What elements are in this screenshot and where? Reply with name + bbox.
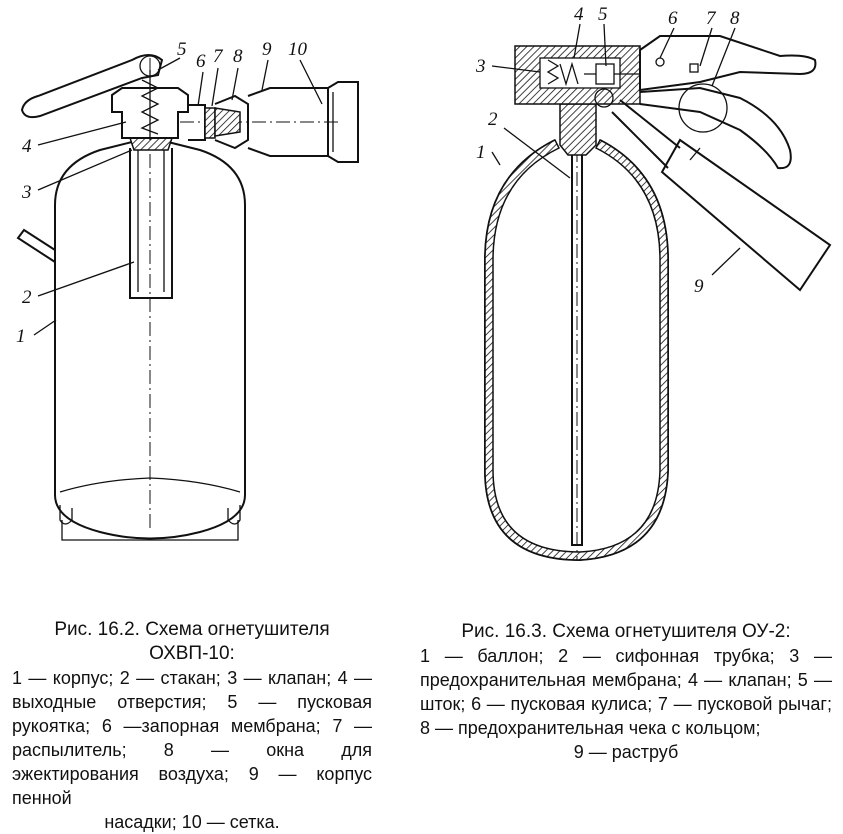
label-3: 3 bbox=[21, 182, 32, 203]
extinguisher-ohvp10-drawing: 5 6 7 8 9 10 4 3 2 1 bbox=[16, 39, 359, 541]
label-6: 6 bbox=[196, 51, 206, 72]
label-3: 3 bbox=[475, 56, 486, 77]
sprayer bbox=[214, 107, 241, 137]
caption-right: Рис. 16.3. Схема огнетушителя ОУ-2: 1 — … bbox=[420, 620, 832, 764]
label-4: 4 bbox=[22, 136, 32, 157]
caption-right-title: Рис. 16.3. Схема огнетушителя ОУ-2: bbox=[461, 621, 791, 642]
caption-left-body: 1 — корпус; 2 — стакан; 3 — клапан; 4 — … bbox=[12, 668, 372, 808]
label-10: 10 bbox=[288, 39, 308, 60]
label-1: 1 bbox=[16, 326, 26, 347]
label-2: 2 bbox=[488, 109, 498, 130]
leader-lines-right bbox=[491, 23, 741, 276]
label-8: 8 bbox=[730, 8, 740, 29]
caption-right-body: 1 — баллон; 2 — сифонная трубка; 3 — пре… bbox=[420, 646, 832, 738]
cylinder bbox=[484, 138, 669, 562]
extinguisher-ou2-drawing: 4 5 6 7 8 3 2 1 9 bbox=[475, 4, 832, 562]
leader-lines-left bbox=[33, 57, 323, 336]
label-5: 5 bbox=[598, 4, 608, 25]
label-7: 7 bbox=[213, 46, 224, 67]
caption-left-last: насадки; 10 — сетка. bbox=[104, 812, 280, 832]
caption-left-title-2: ОХВП-10: bbox=[149, 643, 235, 664]
mesh bbox=[327, 81, 359, 163]
caption-left: Рис. 16.2. Схема огнетушителя ОХВП-10: 1… bbox=[12, 618, 372, 834]
membrane-spring bbox=[546, 59, 560, 85]
siphon-tube bbox=[571, 150, 583, 546]
inner-cup bbox=[129, 148, 173, 299]
trigger-handle bbox=[20, 54, 164, 119]
label-4: 4 bbox=[574, 4, 584, 25]
caption-right-last: 9 — раструб bbox=[573, 742, 679, 762]
label-6: 6 bbox=[668, 8, 678, 29]
label-8: 8 bbox=[233, 46, 243, 67]
neck bbox=[559, 103, 597, 156]
horn bbox=[611, 99, 832, 292]
label-5: 5 bbox=[177, 39, 187, 60]
shutoff-membrane bbox=[204, 107, 216, 139]
valve bbox=[128, 137, 174, 151]
foam-nozzle-body bbox=[247, 87, 329, 157]
label-1: 1 bbox=[476, 142, 486, 163]
trigger-lever bbox=[639, 35, 817, 170]
label-9: 9 bbox=[262, 39, 272, 60]
body-shell bbox=[16, 141, 246, 541]
label-7: 7 bbox=[706, 8, 717, 29]
caption-left-title-1: Рис. 16.2. Схема огнетушителя bbox=[54, 619, 330, 640]
label-9: 9 bbox=[694, 276, 704, 297]
label-2: 2 bbox=[22, 287, 32, 308]
safety-pin-ring bbox=[678, 83, 728, 133]
